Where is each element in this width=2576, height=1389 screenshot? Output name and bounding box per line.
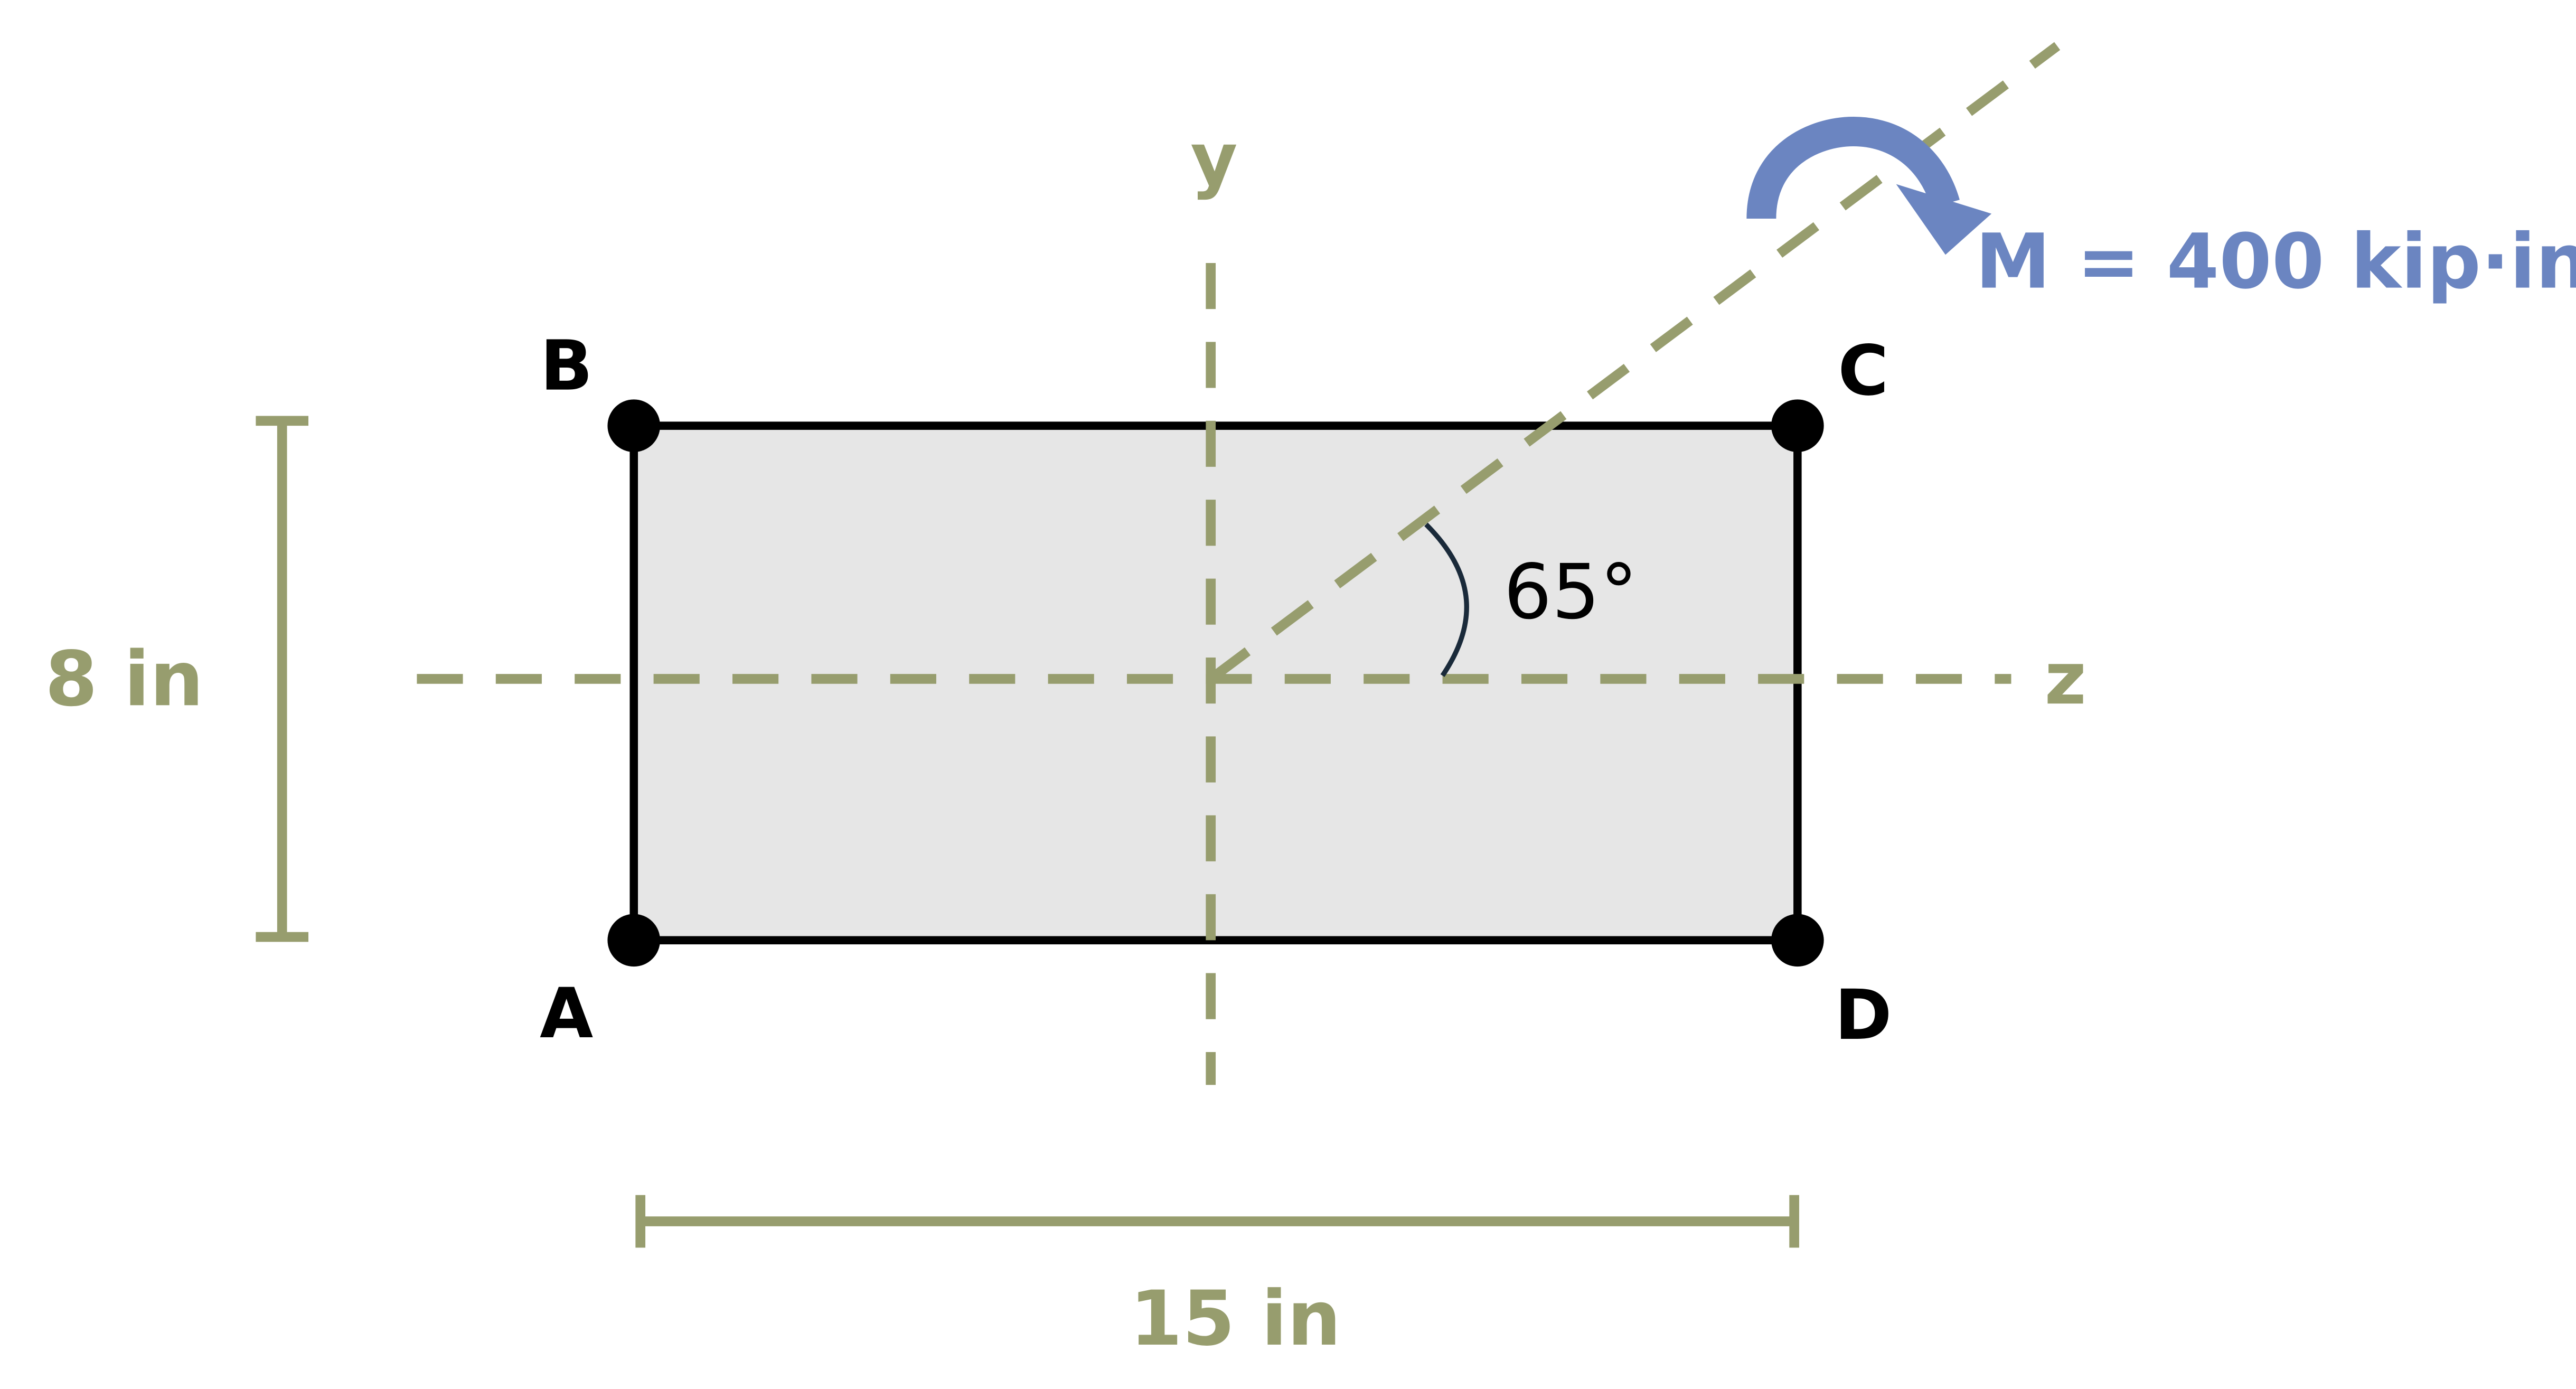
- height-dimension-label: 8 in: [45, 635, 203, 723]
- z-axis-label: z: [2044, 637, 2086, 721]
- point-c-marker: [1771, 399, 1824, 452]
- point-a-marker: [607, 914, 661, 967]
- moment-label: M = 400 kip·in: [1976, 218, 2576, 306]
- y-axis-label: y: [1190, 118, 1237, 202]
- point-a-label: A: [540, 973, 593, 1054]
- point-b-label: B: [540, 326, 593, 406]
- width-dimension: [635, 1195, 1799, 1248]
- height-dimension: [256, 416, 308, 942]
- moment-arrow-icon: [1746, 116, 1992, 255]
- angle-label: 65°: [1503, 548, 1638, 636]
- point-b-marker: [607, 399, 661, 452]
- point-d-marker: [1771, 914, 1824, 967]
- point-c-label: C: [1838, 331, 1888, 411]
- angle-arc: [1424, 522, 1469, 677]
- width-dimension-label: 15 in: [1130, 1274, 1341, 1363]
- point-d-label: D: [1835, 975, 1892, 1055]
